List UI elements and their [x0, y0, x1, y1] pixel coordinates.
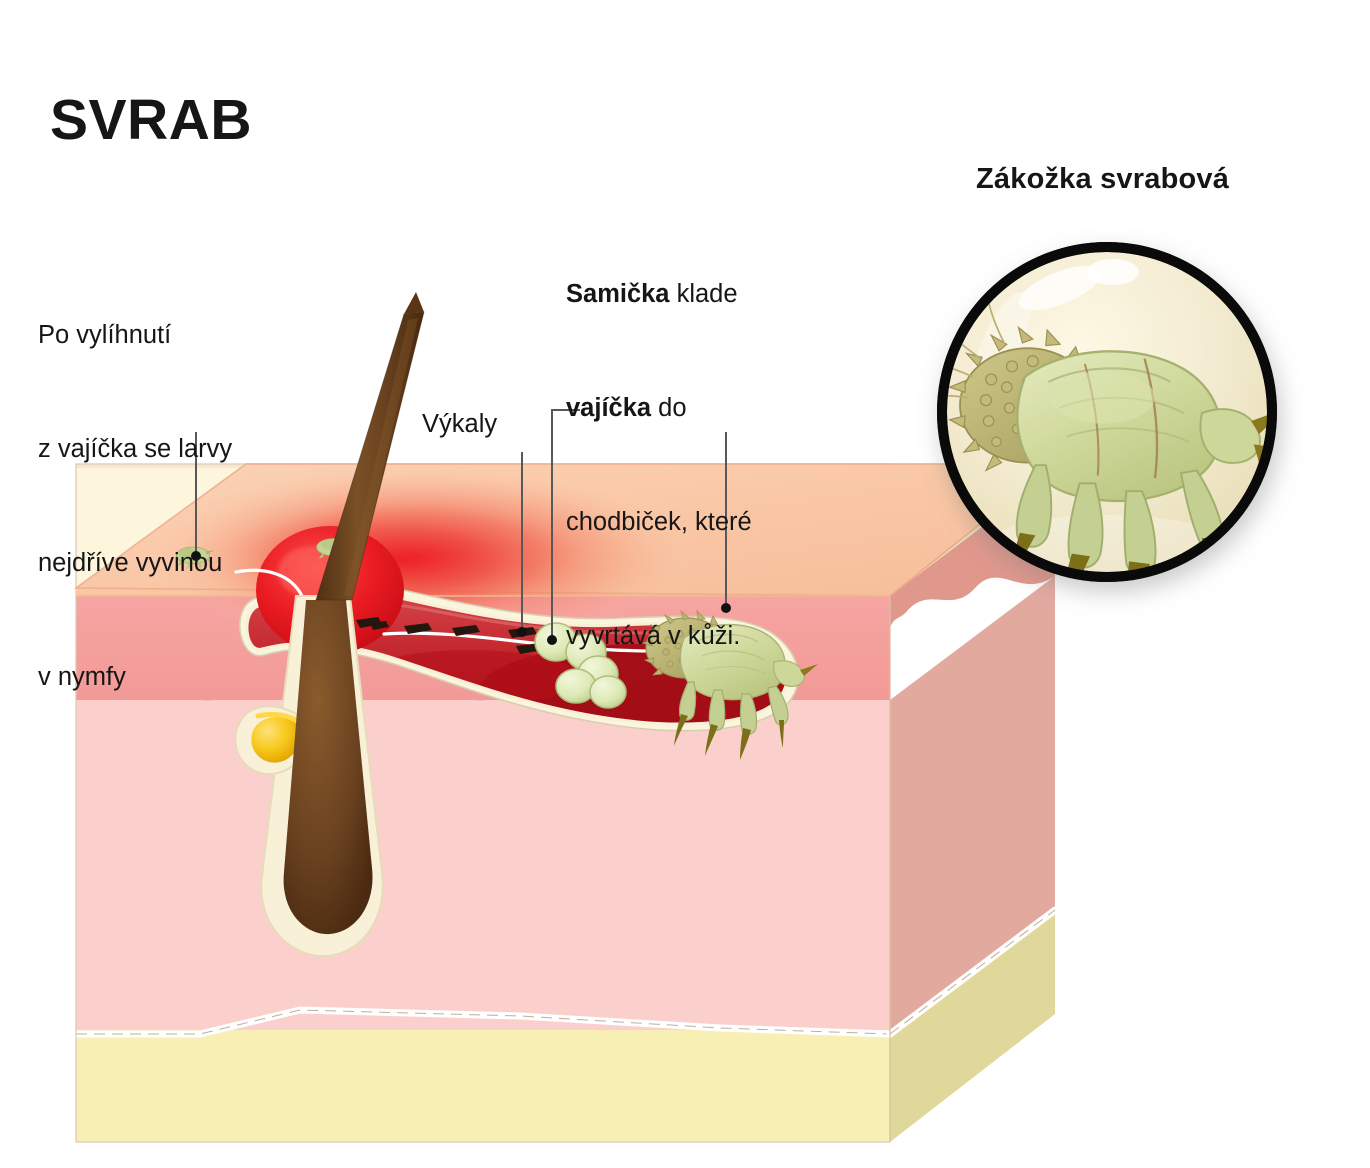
middle-annotation-rest-1: klade [669, 280, 738, 308]
mite-in-burrow [641, 609, 818, 760]
left-annotation-line-4: v nymfy [38, 663, 126, 691]
middle-annotation-line-1: Samička klade [566, 275, 752, 313]
middle-annotation-rest-2: do [651, 394, 687, 422]
left-annotation-line-3: nejdříve vyvinou [38, 549, 223, 577]
middle-annotation-bold-2: vajíčka [566, 394, 652, 422]
middle-annotation-bold-1: Samička [566, 280, 670, 308]
page-title: SVRAB [50, 88, 253, 152]
feces-label: Výkaly [422, 410, 498, 438]
leader-dots [191, 551, 731, 645]
left-annotation-line-2: z vajíčka se larvy [38, 435, 233, 463]
middle-annotation-line-4: vyvrtává v kůži. [566, 622, 741, 650]
middle-annotation: Samička klade vajíčka do chodbiček, kter… [566, 199, 752, 731]
hair-follicle [234, 292, 425, 958]
middle-annotation-line-3: chodbiček, které [566, 508, 752, 536]
inset-heading: Zákožka svrabová [976, 163, 1230, 195]
leader-lines [195, 409, 727, 640]
left-annotation: Po vylíhnutí z vajíčka se larvy nejdříve… [38, 240, 232, 772]
left-annotation-line-1: Po vylíhnutí [38, 321, 172, 349]
middle-annotation-line-2: vajíčka do [566, 389, 752, 427]
